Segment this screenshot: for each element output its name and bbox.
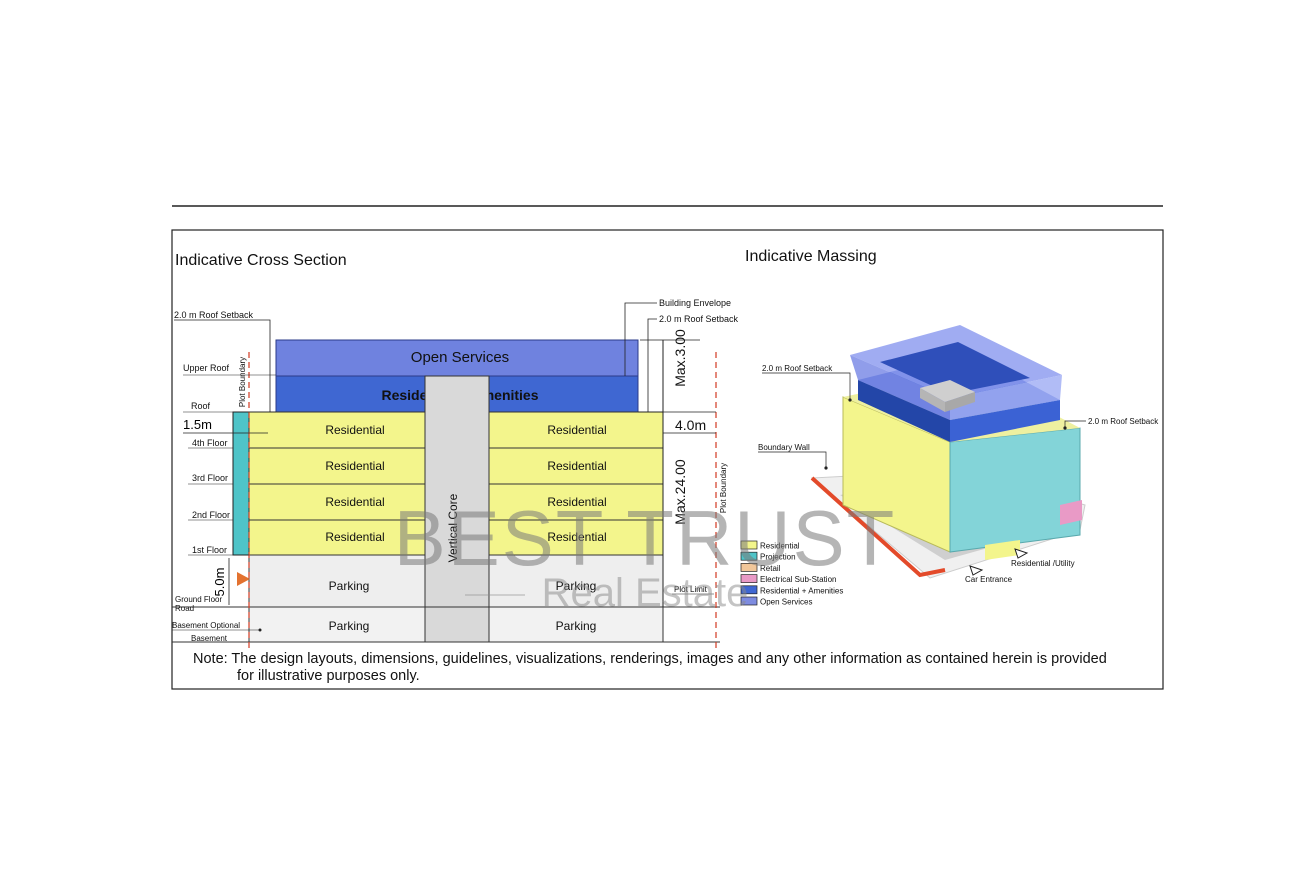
residential-right-column: Residential Residential Residential Resi… [488, 411, 664, 556]
open-services-label: Open Services [411, 349, 509, 366]
residential-label: Residential [325, 530, 384, 544]
watermark: BEST TRUST Real Estate [394, 494, 897, 615]
legend-label: Residential + Amenities [760, 586, 843, 595]
road-label: Road [175, 604, 194, 613]
right-dimensions: Building Envelope 2.0 m Roof Setback Max… [624, 298, 739, 607]
cross-section-title: Indicative Cross Section [175, 252, 347, 269]
right-roof-setback-leader [647, 318, 657, 412]
watermark-name: BEST TRUST [394, 494, 897, 582]
massing-model [810, 325, 1086, 579]
residential-label: Residential [325, 459, 384, 473]
residential-label: Residential [325, 423, 384, 437]
vertical-core-label: Vertical Core [446, 493, 460, 562]
residential-block [248, 411, 426, 449]
legend-label: Retail [760, 564, 781, 573]
residential-label: Residential [547, 495, 606, 509]
ground-floor-label: Ground Floor [175, 595, 222, 604]
massing-roof-box [920, 380, 975, 402]
legend-swatch [740, 585, 758, 595]
legend-label: Open Services [760, 598, 812, 607]
roof-label: Roof [191, 401, 211, 411]
floor4-label: 4th Floor [192, 438, 228, 448]
car-entrance-arrow-icon [969, 565, 984, 576]
watermark-sub: Real Estate [542, 571, 749, 615]
car-entrance-label: Car Entrance [965, 575, 1013, 584]
residential-block [248, 483, 426, 521]
parking-label: Parking [556, 579, 597, 593]
legend-swatch [740, 596, 758, 606]
residential-block [488, 447, 664, 485]
legend-swatch [740, 540, 758, 550]
residential-label: Residential [547, 423, 606, 437]
legend-swatch [740, 563, 758, 572]
building-envelope-leader [624, 302, 657, 376]
legend-label: Residential [760, 542, 800, 551]
floor1-label: 1st Floor [192, 545, 227, 555]
boundary-wall [810, 476, 946, 578]
floor3-label: 3rd Floor [192, 473, 228, 483]
residential-left-column: Residential Residential Residential Resi… [248, 411, 426, 556]
roof-setback-label: 2.0 m Roof Setback [174, 310, 254, 320]
note-line2: for illustrative purposes only. [237, 668, 420, 684]
open-services-block [275, 339, 639, 377]
parking-label: Parking [329, 619, 370, 633]
floor-labels: 2.0 m Roof Setback Upper Roof Roof 1.5m … [172, 310, 276, 643]
residential-utility-label: Residential /Utility [1011, 559, 1075, 568]
legend-label: Electrical Sub-Station [760, 575, 836, 584]
massing-title: Indicative Massing [745, 248, 877, 265]
legend-swatch [740, 574, 758, 583]
basement-parking-block [488, 606, 664, 643]
right-roof-setback-label: 2.0 m Roof Setback [659, 314, 739, 324]
residential-label: Residential [547, 530, 606, 544]
basement-label: Basement [191, 634, 228, 643]
massing-roof-setback-right-label: 2.0 m Roof Setback [1088, 417, 1159, 426]
basement-parking-block [248, 606, 426, 643]
massing-roof-setback-top-label: 2.0 m Roof Setback [762, 364, 833, 373]
setback-4-label: 4.0m [675, 417, 706, 433]
parking-block [248, 554, 426, 608]
note-line1: Note: The design layouts, dimensions, gu… [193, 651, 1107, 667]
massing-labels: 2.0 m Roof Setback 2.0 m Roof Setback Bo… [758, 364, 1159, 584]
parking-label: Parking [556, 619, 597, 633]
setback-1-5-label: 1.5m [183, 417, 212, 432]
max-3-label: Max.3.00 [672, 329, 688, 387]
residential-label: Residential [325, 495, 384, 509]
residential-utility-arrow-icon [1014, 548, 1029, 559]
massing-roof-void [880, 342, 1030, 394]
plot-limit-label: Plot Limit [674, 585, 708, 594]
building-envelope-label: Building Envelope [659, 298, 731, 308]
vertical-core-block [424, 375, 490, 643]
residential-block [248, 519, 426, 556]
legend-swatch [740, 551, 758, 561]
plot-boundary-label-right: Plot Boundary [719, 463, 728, 513]
basement-optional-label: Basement Optional [172, 621, 240, 630]
residential-label: Residential [547, 459, 606, 473]
residential-block [488, 519, 664, 556]
legend-label: Projection [760, 553, 796, 562]
upper-roof-label: Upper Roof [183, 363, 230, 373]
max-24-label: Max.24.00 [672, 459, 688, 525]
floor2-label: 2nd Floor [192, 510, 230, 520]
residential-block [488, 483, 664, 521]
residential-block [488, 411, 664, 449]
ground-height-label: 5.0m [212, 568, 227, 597]
massing-projection-face [949, 427, 1081, 553]
parking-block [488, 554, 664, 608]
plot-boundary-label-left: Plot Boundary [238, 357, 247, 407]
entrance-arrow-icon [237, 572, 250, 586]
parking-label: Parking [329, 579, 370, 593]
boundary-wall-label: Boundary Wall [758, 443, 810, 452]
roof-setback-leader [174, 319, 271, 412]
projection-strip [232, 411, 250, 556]
